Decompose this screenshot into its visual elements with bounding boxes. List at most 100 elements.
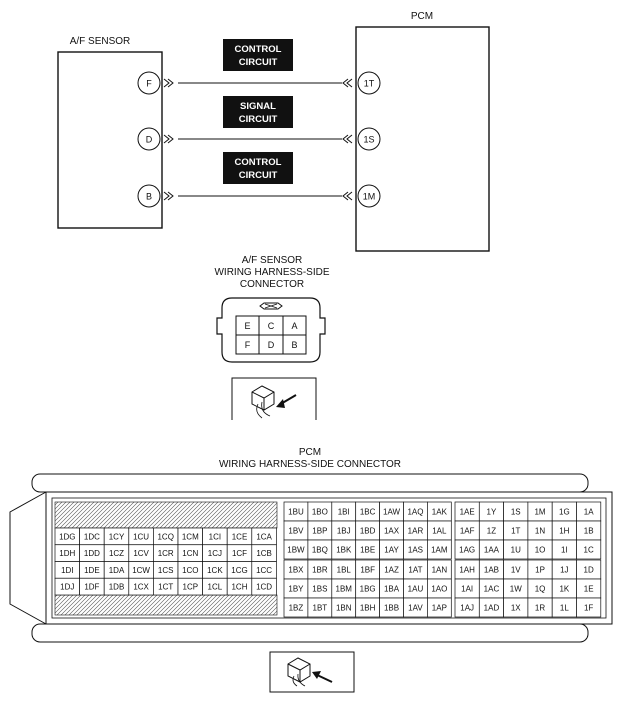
pcm-pin-label: 1U [511, 546, 521, 555]
pcm-pin-label: 1CF [232, 549, 247, 558]
pcm-pin-label: 1BD [360, 527, 376, 536]
pcm-pin-label: 1CC [256, 566, 272, 575]
pcm-pin-label: 1M [534, 508, 545, 517]
pcm-pin-label: 1CP [183, 583, 199, 592]
pcm-pin-cell [427, 539, 452, 560]
pcm-pin-label: 1CL [208, 583, 223, 592]
pcm-pin-label: 1BM [336, 585, 353, 594]
pcm-pin-label: 1AS [408, 546, 423, 555]
pcm-pin-label: 1BA [384, 585, 400, 594]
circuit-row-3: B 1M CONTROL CIRCUIT [137, 152, 381, 208]
af-connector-face: E C A F D B [216, 297, 326, 363]
pcm-pin-label: 1BG [360, 585, 376, 594]
af-pin-a: A [291, 321, 297, 331]
pcm-pin-label: 1CM [182, 532, 199, 541]
af-sensor-label: A/F SENSOR [70, 36, 131, 47]
pcm-pin-label: 1CA [256, 532, 272, 541]
pcm-pin-label: 1Q [535, 585, 546, 594]
circuit-row-2: D 1S SIGNAL CIRCUIT [137, 96, 381, 151]
pcm-pin-label: 1F [584, 604, 593, 613]
pcm-pin-label: 1AW [383, 508, 400, 517]
pcm-pin-label: 1DH [59, 549, 75, 558]
circuit-label-box-3 [223, 152, 293, 184]
circuit-label-3-line2: CIRCUIT [239, 170, 278, 181]
pcm-pin-label: 1O [535, 546, 546, 555]
circuit-label-box-2 [223, 96, 293, 128]
probe-direction-icon [231, 377, 317, 420]
pcm-connector-title-1: PCM [299, 447, 321, 458]
pcm-pin-label: 1DD [84, 549, 100, 558]
pcm-pin-label: 1L [560, 604, 569, 613]
pcm-pin-label: 1AH [459, 566, 475, 575]
pcm-pin-label: 1T [511, 527, 520, 536]
pcm-pin-label: 1AY [384, 546, 399, 555]
pcm-pin-label: 1H [559, 527, 569, 536]
pcm-pin-label: 1P [535, 566, 545, 575]
pcm-pin-label: 1CJ [208, 549, 222, 558]
pcm-pin-label: 1CG [231, 566, 247, 575]
pcm-pin-label: 1J [560, 566, 568, 575]
pcm-pin-cell [576, 539, 602, 560]
pcm-pin-label: 1DA [109, 566, 125, 575]
pcm-pin-label: 1CY [109, 532, 125, 541]
pcm-pin-1s-label: 1S [363, 135, 374, 145]
pcm-pin-label: 1BI [338, 508, 350, 517]
pcm-pin-1t [357, 71, 381, 95]
pcm-pin-label: 1CV [133, 549, 149, 558]
pcm-pin-label: 1BU [288, 508, 304, 517]
pcm-pin-label: 1E [584, 585, 594, 594]
pcm-pin-cell [427, 597, 452, 618]
pcm-pin-label: 1CB [256, 549, 272, 558]
pcm-pin-label: 1DE [84, 566, 100, 575]
sensor-pin-b-label: B [146, 192, 152, 202]
pcm-pin-label: 1DG [59, 532, 75, 541]
circuit-label-1-line1: CONTROL [235, 44, 282, 55]
pcm-pin-label: 1AE [460, 508, 475, 517]
pcm-pin-label: 1BV [288, 527, 304, 536]
pcm-pin-label: 1C [584, 546, 594, 555]
pcm-pin-label: 1AD [484, 604, 500, 613]
pcm-pin-label: 1AT [408, 566, 422, 575]
pcm-pin-label: 1CU [133, 532, 149, 541]
circuit-label-box-1 [223, 39, 293, 71]
pcm-pin-label: 1AR [408, 527, 424, 536]
pcm-pin-label: 1CZ [109, 549, 124, 558]
pcm-pin-label: 1AL [432, 527, 447, 536]
pcm-pin-label: 1S [511, 508, 521, 517]
probe-direction-icon-2 [269, 651, 355, 693]
pcm-pin-label: 1CS [158, 566, 174, 575]
pcm-pin-label: 1A [584, 508, 594, 517]
pcm-pin-label: 1AU [408, 585, 424, 594]
pcm-pin-label: 1BT [313, 604, 328, 613]
pcm-connector-title-2: WIRING HARNESS-SIDE CONNECTOR [219, 459, 401, 470]
pcm-pin-1s [357, 127, 381, 151]
pcm-pin-label: 1BH [360, 604, 376, 613]
af-connector-title-2: WIRING HARNESS-SIDE [214, 267, 329, 278]
sensor-pin-b [137, 184, 161, 208]
pcm-pin-label: 1BY [288, 585, 304, 594]
pcm-pin-label: 1N [535, 527, 545, 536]
pcm-pin-label: 1BF [360, 566, 375, 575]
af-pin-f: F [245, 340, 251, 350]
pcm-label: PCM [411, 11, 433, 22]
sensor-pin-d [137, 127, 161, 151]
pcm-pin-label: 1BW [287, 546, 305, 555]
pcm-pin-label: 1AZ [384, 566, 399, 575]
pcm-pin-label: 1R [535, 604, 545, 613]
pcm-pin-label: 1CX [133, 583, 149, 592]
pcm-pin-label: 1BL [337, 566, 352, 575]
pcm-pin-label: 1AQ [407, 508, 423, 517]
pcm-pin-label: 1AP [432, 604, 447, 613]
pcm-pin-label: 1DC [84, 532, 100, 541]
pcm-pin-label: 1AG [459, 546, 475, 555]
pcm-pin-label: 1AM [431, 546, 448, 555]
circuit-row-1: F 1T CONTROL CIRCUIT [137, 39, 381, 95]
pcm-pin-label: 1K [559, 585, 569, 594]
pcm-pin-label: 1CE [232, 532, 248, 541]
pcm-pin-label: 1CW [132, 566, 150, 575]
pcm-pin-label: 1CK [207, 566, 223, 575]
circuit-label-2-line2: CIRCUIT [239, 114, 278, 125]
